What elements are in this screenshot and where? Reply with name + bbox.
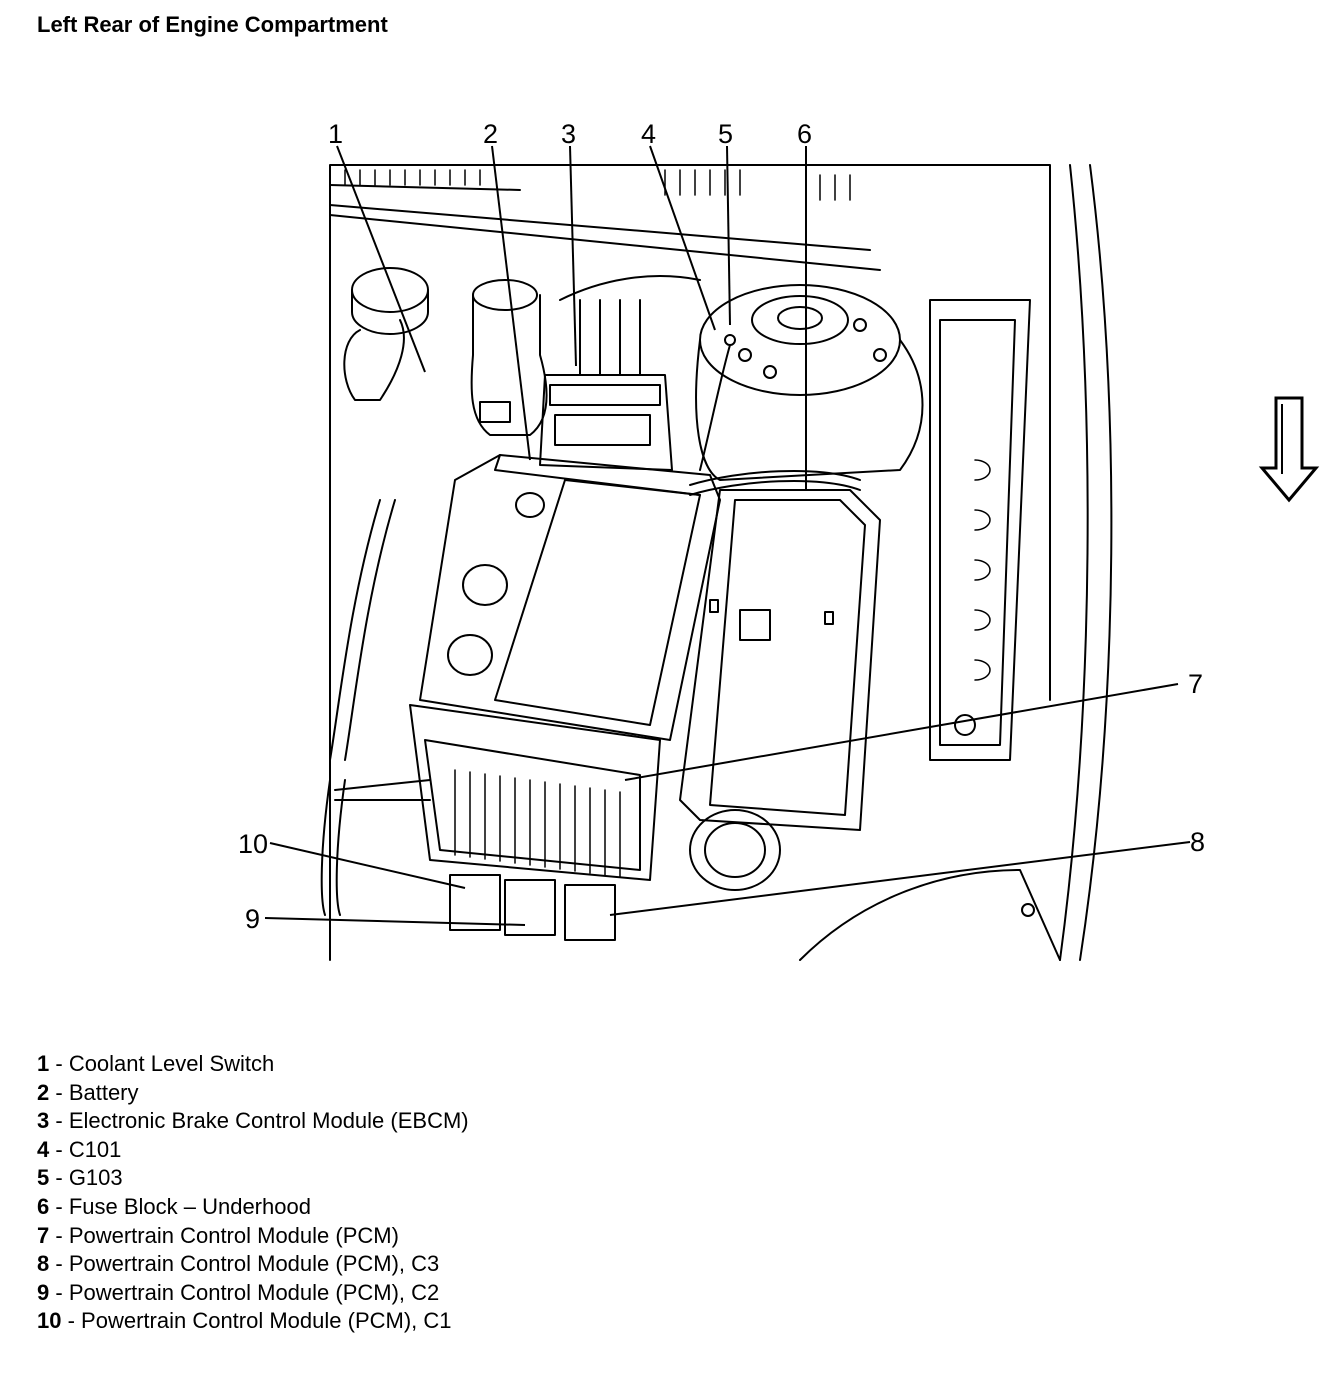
legend-text: C101: [68, 1136, 122, 1162]
legend-separator: -: [49, 1165, 69, 1191]
callout-5: 5: [718, 119, 733, 149]
legend-number: 10: [37, 1308, 62, 1334]
callout-1: 1: [328, 119, 343, 149]
legend-item: 10 - Powertrain Control Module (PCM), C1: [37, 1307, 469, 1336]
legend-text: Powertrain Control Module (PCM), C2: [68, 1279, 440, 1305]
legend-number: 2: [37, 1079, 50, 1105]
legend-number: 6: [37, 1193, 50, 1219]
page-title: Left Rear of Engine Compartment: [37, 12, 388, 37]
engine-compartment-illustration: 1 2 3 4 5 6 7 8 9 10: [238, 119, 1205, 961]
legend-item: 4 - C101: [37, 1136, 469, 1165]
legend-number: 1: [37, 1051, 50, 1076]
legend-item: 9 - Powertrain Control Module (PCM), C2: [37, 1279, 469, 1308]
down-arrow-icon: [1258, 396, 1320, 503]
legend-number: 7: [37, 1222, 50, 1248]
legend-item: 3 - Electronic Brake Control Module (EBC…: [37, 1107, 469, 1136]
callout-8: 8: [1190, 827, 1205, 857]
legend-text: Electronic Brake Control Module (EBCM): [68, 1108, 469, 1134]
legend-number: 8: [37, 1251, 50, 1277]
legend-number: 5: [37, 1165, 50, 1191]
callout-4: 4: [641, 119, 656, 149]
legend-separator: -: [61, 1308, 82, 1334]
callout-legend: 1 - Coolant Level Switch 2 - Battery 3 -…: [37, 1050, 469, 1336]
legend-text: Powertrain Control Module (PCM), C3: [68, 1251, 440, 1277]
legend-separator: -: [49, 1251, 69, 1277]
legend-number: 4: [37, 1136, 50, 1162]
legend-text: Battery: [68, 1079, 139, 1105]
legend-separator: -: [49, 1051, 69, 1076]
legend-text: Coolant Level Switch: [68, 1051, 275, 1076]
legend-item: 8 - Powertrain Control Module (PCM), C3: [37, 1250, 469, 1279]
legend-number: 9: [37, 1279, 50, 1305]
callout-7: 7: [1188, 669, 1203, 699]
legend-item: 2 - Battery: [37, 1079, 469, 1108]
legend-number: 3: [37, 1108, 50, 1134]
legend-item: 5 - G103: [37, 1164, 469, 1193]
legend-text: Fuse Block – Underhood: [68, 1193, 311, 1219]
legend-text: Powertrain Control Module (PCM), C1: [81, 1308, 452, 1334]
legend-separator: -: [49, 1279, 69, 1305]
legend-item: 7 - Powertrain Control Module (PCM): [37, 1222, 469, 1251]
legend-text: G103: [68, 1165, 123, 1191]
legend-text: Powertrain Control Module (PCM): [68, 1222, 399, 1248]
legend-separator: -: [49, 1079, 69, 1105]
callout-2: 2: [483, 119, 498, 149]
callout-6: 6: [797, 119, 812, 149]
legend-item: 1 - Coolant Level Switch: [37, 1050, 469, 1079]
callout-3: 3: [561, 119, 576, 149]
callout-10: 10: [238, 829, 268, 859]
legend-separator: -: [49, 1193, 69, 1219]
legend-separator: -: [49, 1222, 69, 1248]
legend-separator: -: [49, 1108, 69, 1134]
legend-separator: -: [49, 1136, 69, 1162]
legend-item: 6 - Fuse Block – Underhood: [37, 1193, 469, 1222]
callout-9: 9: [245, 904, 260, 934]
